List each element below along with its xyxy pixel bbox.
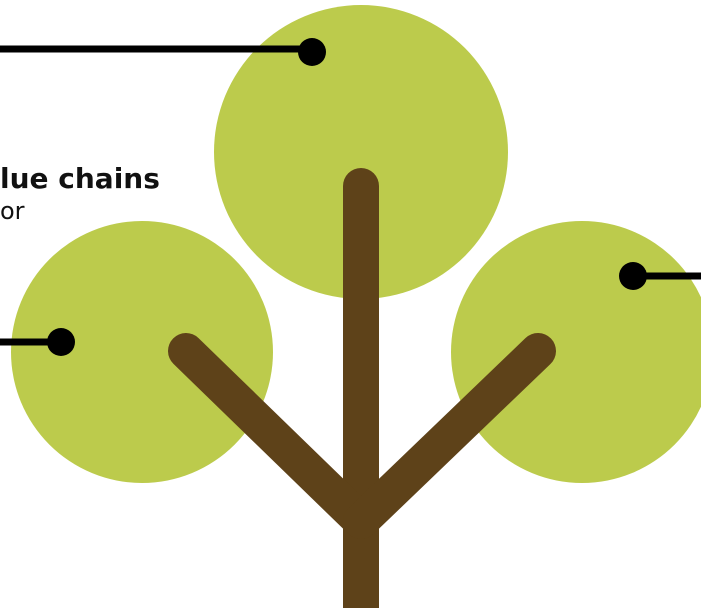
caption-subtitle: or	[0, 197, 25, 225]
caption-title: lue chains	[0, 163, 160, 195]
connector-dot-top	[298, 38, 326, 66]
connector-dot-right	[619, 262, 647, 290]
canopy-right	[451, 221, 701, 483]
canopy-left	[11, 221, 273, 483]
connector-dot-left	[47, 328, 75, 356]
